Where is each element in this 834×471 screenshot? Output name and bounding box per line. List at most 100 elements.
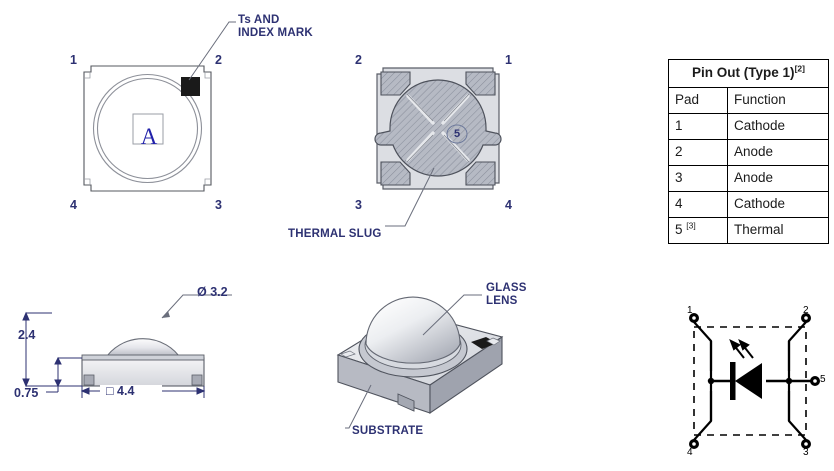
dimension-substrate-height <box>46 356 82 393</box>
schematic-lead-traces <box>693 321 807 441</box>
thermal-slug-callout: THERMAL SLUG <box>288 228 382 240</box>
corner-pad-3 <box>380 161 411 186</box>
pinout-cell-pad: 4 <box>668 191 728 218</box>
thermal-slug <box>374 79 502 177</box>
thermal-pad-number-ring <box>446 124 468 144</box>
side-view-group <box>22 294 232 398</box>
pinout-cell-function: Anode <box>727 139 829 166</box>
side-view-glass-lens <box>104 338 182 360</box>
top-view-pin-1: 1 <box>70 53 77 67</box>
substrate-leader-line <box>345 384 372 429</box>
pinout-cell-pad-text: 2 <box>675 143 683 159</box>
dimension-body-width <box>80 385 206 398</box>
iso-corner-pad-b <box>486 337 501 346</box>
pinout-cell-function: Cathode <box>727 113 829 140</box>
schematic-emission-arrows <box>729 338 754 359</box>
side-view-substrate-body <box>81 357 205 387</box>
corner-pad-1 <box>465 71 496 96</box>
pinout-cell-pad-footnote: [3] <box>686 220 696 231</box>
side-view-pad-left <box>83 374 95 386</box>
pinout-table-title: Pin Out (Type 1)[2] <box>668 59 829 88</box>
pinout-cell-pad: 1 <box>668 113 728 140</box>
pinout-cell-pad-text: 5 <box>675 221 683 237</box>
schematic-pin-3-label: 3 <box>803 447 809 458</box>
glass-lens-callout-line1: GLASS <box>486 282 527 294</box>
schematic-pin-1-label: 1 <box>687 305 693 316</box>
schematic-node-left <box>707 377 715 385</box>
schematic-diode-triangle <box>735 363 762 399</box>
index-mark-leader-line <box>188 21 236 81</box>
bottom-view-group <box>374 67 502 227</box>
pinout-cell-function: Anode <box>727 165 829 192</box>
die-mark-letter: A <box>140 124 158 149</box>
top-view-group <box>83 21 236 192</box>
schematic-group <box>689 313 820 449</box>
table-row: 5 [3] Thermal <box>668 217 829 244</box>
schematic-pin-2-label: 2 <box>803 305 809 316</box>
substrate-callout: SUBSTRATE <box>352 425 424 437</box>
top-view-pin-2: 2 <box>215 53 222 67</box>
pinout-table-title-row: Pin Out (Type 1)[2] <box>668 59 829 88</box>
index-mark-callout-line2: INDEX MARK <box>238 27 313 39</box>
pinout-table-header-row: Pad Function <box>668 87 829 114</box>
thermal-slug-leader-line <box>385 167 435 227</box>
die-mark-box <box>132 113 164 145</box>
bottom-view-pin-1: 1 <box>505 53 512 67</box>
pinout-table-title-text: Pin Out (Type 1) <box>692 64 795 80</box>
pinout-cell-function: Cathode <box>727 191 829 218</box>
pinout-cell-pad: 3 <box>668 165 728 192</box>
dimension-substrate-height-text: 0.75 <box>14 386 39 400</box>
dimension-total-height <box>22 311 82 388</box>
bottom-view-pin-3: 3 <box>355 198 362 212</box>
iso-view-group <box>336 294 504 429</box>
top-view-pin-3: 3 <box>215 198 222 212</box>
table-row: 4 Cathode <box>668 191 829 218</box>
corner-pad-4 <box>465 161 496 186</box>
lens-inner-circle <box>96 77 199 180</box>
thermal-slug-gap-outlines <box>406 93 470 163</box>
thermal-pad-number: 5 <box>453 128 461 140</box>
iso-glass-lens <box>365 296 461 364</box>
dimension-total-height-text: 2.4 <box>18 328 36 342</box>
thermal-slug-gaps <box>406 94 470 162</box>
index-mark-square <box>181 77 200 96</box>
index-mark-callout-line1: Ts AND <box>238 14 280 26</box>
corner-pad-2 <box>380 71 411 96</box>
schematic-diode-cathode-bar <box>730 362 736 400</box>
table-row: 3 Anode <box>668 165 829 192</box>
lens-outer-circle <box>92 73 203 184</box>
pinout-cell-function: Thermal <box>727 217 829 244</box>
table-row: 2 Anode <box>668 139 829 166</box>
schematic-pin-4-label: 4 <box>687 447 693 458</box>
pinout-cell-pad: 5 [3] <box>668 217 728 244</box>
pinout-cell-pad-text: 4 <box>675 195 683 211</box>
pinout-table-title-footnote: [2] <box>794 63 805 74</box>
iso-corner-pad-a <box>340 350 356 358</box>
pinout-header-function: Function <box>727 87 829 114</box>
iso-substrate-right-face <box>429 335 503 415</box>
dimension-lens-diameter-text: Ø 3.2 <box>197 285 228 299</box>
pinout-table: Pin Out (Type 1)[2] Pad Function 1 Catho… <box>668 59 829 244</box>
top-view-pin-4: 4 <box>70 198 77 212</box>
pinout-cell-pad: 2 <box>668 139 728 166</box>
schematic-package-boundary <box>693 326 807 436</box>
schematic-pin-5-label: 5 <box>820 374 826 385</box>
table-row: 1 Cathode <box>668 113 829 140</box>
bottom-view-pin-4: 4 <box>505 198 512 212</box>
pinout-cell-pad-text: 3 <box>675 169 683 185</box>
pinout-table-body: Pin Out (Type 1)[2] Pad Function 1 Catho… <box>668 59 829 244</box>
iso-front-tab <box>397 393 415 412</box>
glass-lens-leader-line <box>422 294 482 336</box>
pinout-cell-pad-text: 1 <box>675 117 683 133</box>
schematic-node-right <box>785 377 793 385</box>
pinout-header-pad: Pad <box>668 87 728 114</box>
glass-lens-callout-line2: LENS <box>486 295 518 307</box>
lens-diameter-leader-line <box>161 294 232 319</box>
side-view-pad-right <box>191 374 203 386</box>
side-view-flange <box>81 354 205 361</box>
dimension-body-width-text: □ 4.4 <box>106 384 135 398</box>
